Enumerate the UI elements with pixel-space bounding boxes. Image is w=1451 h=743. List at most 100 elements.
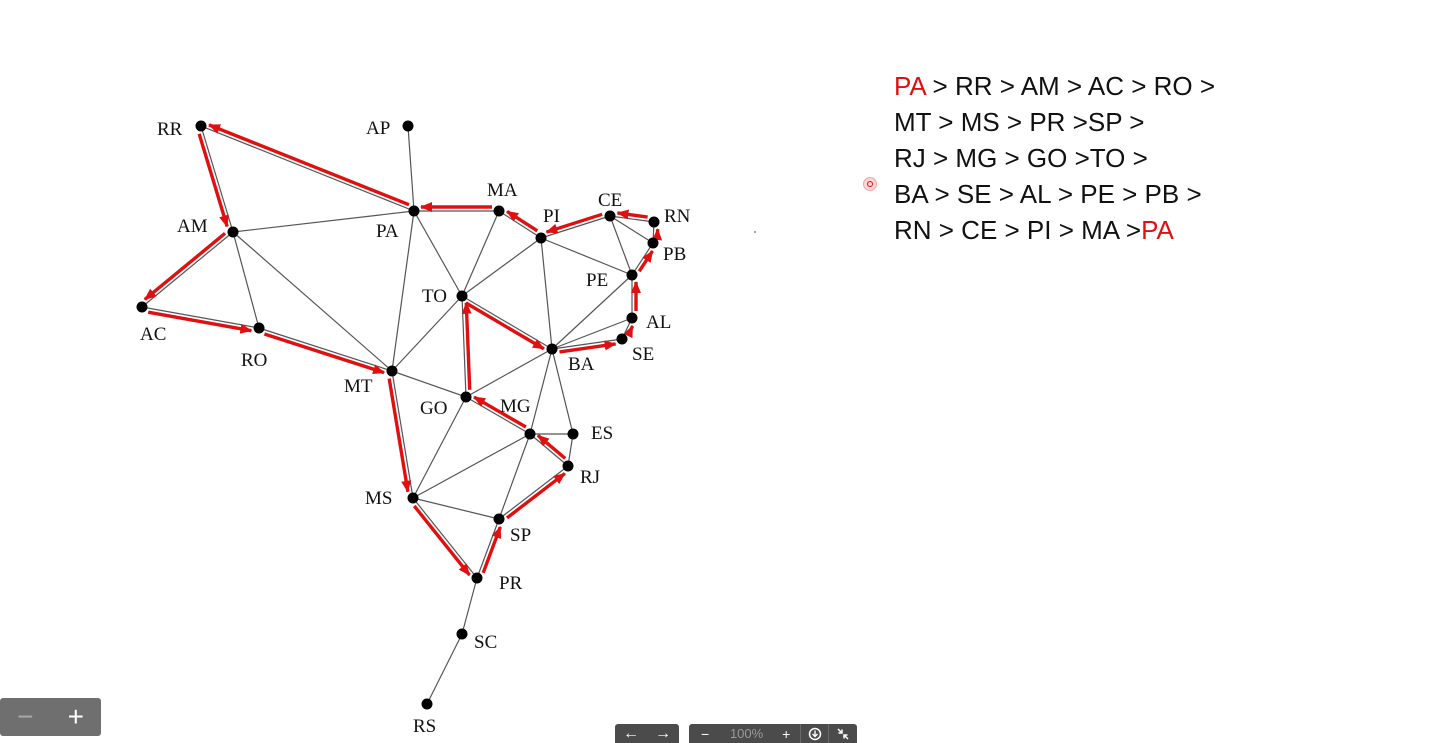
- node-label-RO: RO: [241, 350, 267, 371]
- edge-RR-AM: [200, 125, 234, 233]
- node-RR: [195, 120, 207, 132]
- tour-line: PA > RR > AM > AC > RO >: [894, 68, 1215, 104]
- cursor-pointer-icon: [863, 177, 877, 191]
- node-AC: [136, 301, 148, 313]
- edge-CE-PB: [609, 215, 654, 244]
- edge-AM-MT: [232, 231, 393, 372]
- edge-AP-PA: [407, 125, 415, 212]
- toolbar-zoom-in-button[interactable]: +: [782, 725, 791, 742]
- edge-PI-PE: [540, 237, 633, 276]
- edge-MT-MS: [391, 370, 414, 499]
- edge-MA-PI: [498, 210, 542, 239]
- tour-arrow-SP-RJ: [505, 472, 566, 520]
- tour-arrow-PE-PB: [637, 250, 654, 273]
- tour-arrow-SE-AL: [623, 325, 635, 339]
- edge-PI-BA: [540, 237, 553, 350]
- edge-TO-BA: [461, 295, 553, 350]
- node-SP: [493, 513, 505, 525]
- highlight-state: PA: [894, 71, 926, 101]
- edge-PB-PE: [631, 242, 654, 276]
- edge-BA-ES: [551, 348, 574, 435]
- tour-arrow-GO-TO: [461, 301, 472, 390]
- zoom-out-button[interactable]: −: [17, 701, 34, 732]
- edge-MS-PR: [412, 497, 478, 579]
- edge-MG-SP: [498, 433, 531, 520]
- edge-GO-BA: [465, 348, 553, 398]
- tour-arrow-AC-RO: [147, 310, 253, 334]
- zoom-in-button[interactable]: +: [67, 701, 84, 732]
- tour-arrow-CE-PI: [545, 212, 603, 234]
- tour-arrow-TO-BA: [465, 301, 545, 351]
- node-ES: [567, 428, 579, 440]
- node-label-RR: RR: [157, 119, 183, 140]
- edge-PI-CE: [540, 215, 611, 239]
- node-label-MS: MS: [365, 488, 392, 509]
- edge-SP-PR: [476, 518, 500, 579]
- edge-AM-AC: [141, 231, 234, 308]
- node-PB: [647, 237, 659, 249]
- node-RN: [648, 216, 660, 228]
- node-label-AM: AM: [177, 216, 208, 237]
- node-label-BA: BA: [568, 354, 595, 375]
- node-label-RN: RN: [664, 206, 691, 227]
- toolbar-zoom-out-button[interactable]: −: [700, 725, 710, 742]
- edge-MG-RJ: [529, 433, 569, 467]
- node-GO: [460, 391, 472, 403]
- tour-arrow-PI-MA: [506, 209, 539, 233]
- node-MA: [493, 205, 505, 217]
- tour-arrow-RJ-MG: [536, 434, 567, 460]
- node-SC: [456, 628, 468, 640]
- node-SE: [616, 333, 628, 345]
- node-label-TO: TO: [422, 286, 447, 307]
- edge-SC-RS: [426, 633, 463, 705]
- tour-arrow-PR-SP: [481, 526, 502, 574]
- tour-arrow-RR-AM: [197, 133, 229, 228]
- tour-arrow-MT-MS: [387, 378, 412, 493]
- node-RJ: [562, 460, 574, 472]
- prev-arrow-icon[interactable]: ←: [623, 724, 639, 742]
- zoom-widget: − +: [0, 698, 101, 736]
- node-label-AP: AP: [366, 118, 390, 139]
- node-label-SE: SE: [632, 344, 654, 365]
- edge-AM-RO: [232, 231, 260, 329]
- edge-PA-TO: [413, 210, 463, 297]
- tour-arrow-RO-MT: [263, 332, 386, 375]
- edge-PA-MT: [391, 210, 415, 372]
- edge-RR-PA: [200, 125, 415, 212]
- edge-GO-MS: [412, 396, 467, 499]
- node-AM: [227, 226, 239, 238]
- edge-RO-MT: [258, 327, 393, 372]
- tour-segment: > RR > AM > AC > RO >: [925, 71, 1216, 101]
- tour-text: PA > RR > AM > AC > RO >MT > MS > PR >SP…: [894, 68, 1215, 248]
- edge-RJ-SP: [498, 465, 569, 520]
- tour-line: MT > MS > PR >SP >: [894, 104, 1215, 140]
- node-label-MT: MT: [344, 376, 373, 397]
- edge-MA-TO: [461, 210, 500, 297]
- node-label-AL: AL: [646, 312, 671, 333]
- navigation-toolbar: ← →: [615, 724, 679, 743]
- node-MG: [524, 428, 536, 440]
- edge-AC-RO: [141, 306, 260, 329]
- node-AL: [626, 312, 638, 324]
- tour-arrow-MG-GO: [473, 395, 527, 429]
- tour-arrow-AM-AC: [143, 232, 227, 301]
- node-MT: [386, 365, 398, 377]
- edge-AL-BA: [551, 317, 633, 350]
- node-PA: [408, 205, 420, 217]
- node-label-GO: GO: [420, 398, 447, 419]
- edge-CE-PE: [609, 215, 633, 276]
- fit-icon[interactable]: [801, 724, 827, 743]
- collapse-icon[interactable]: [829, 724, 857, 743]
- node-PR: [471, 572, 483, 584]
- tour-arrow-BA-SE: [559, 340, 617, 354]
- toolbar-separator: [800, 724, 802, 743]
- next-arrow-icon[interactable]: →: [655, 724, 671, 742]
- tour-segment: BA > SE > AL > PE > PB >: [894, 179, 1202, 209]
- node-BA: [546, 343, 558, 355]
- node-label-PE: PE: [586, 270, 608, 291]
- zoom-toolbar: − 100% +: [689, 724, 857, 743]
- zoom-level-text: 100%: [729, 726, 764, 741]
- node-RS: [421, 698, 433, 710]
- edge-PR-SC: [461, 577, 478, 635]
